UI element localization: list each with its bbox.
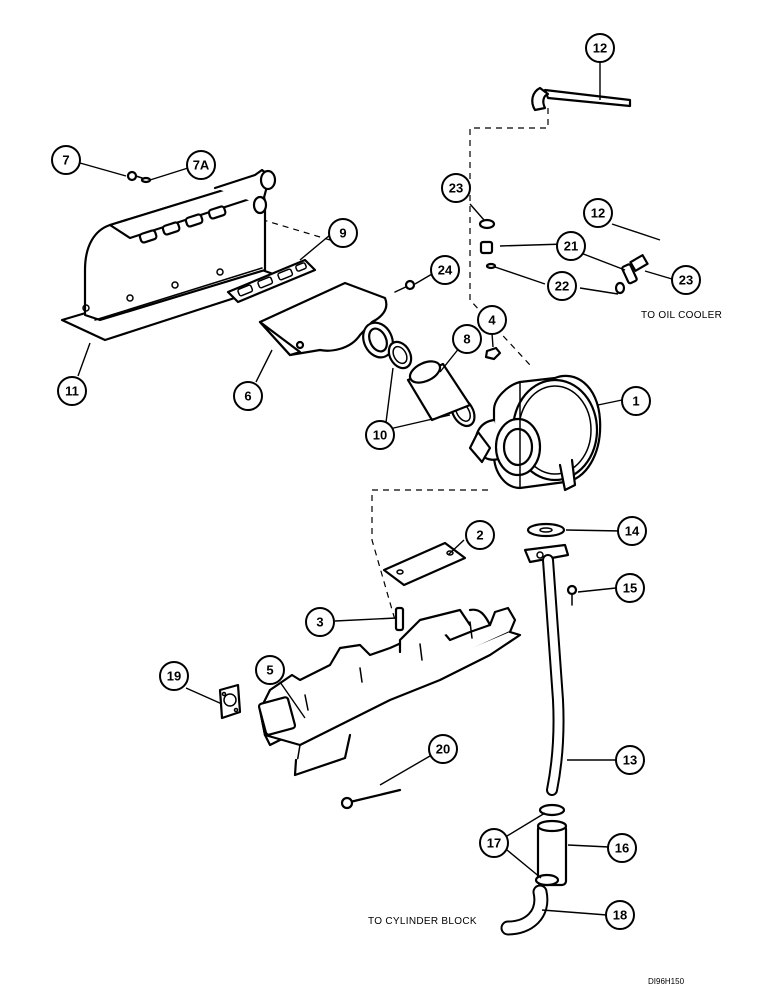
callout-5: 5 bbox=[255, 655, 285, 685]
callout-20: 20 bbox=[428, 734, 458, 764]
svg-text:19: 19 bbox=[167, 669, 181, 684]
svg-text:15: 15 bbox=[623, 581, 637, 596]
svg-text:23: 23 bbox=[449, 181, 463, 196]
callout-15: 15 bbox=[615, 573, 645, 603]
callout-2: 2 bbox=[465, 520, 495, 550]
callout-6: 6 bbox=[233, 381, 263, 411]
svg-text:10: 10 bbox=[373, 428, 387, 443]
svg-text:8: 8 bbox=[463, 332, 470, 347]
svg-text:17: 17 bbox=[487, 836, 501, 851]
exhaust-manifold bbox=[257, 606, 522, 777]
note-to-oil-cooler: TO OIL COOLER bbox=[641, 310, 722, 321]
callout-7: 7 bbox=[51, 145, 81, 175]
callout-14: 14 bbox=[617, 516, 647, 546]
svg-text:6: 6 bbox=[244, 389, 251, 404]
nut-4 bbox=[484, 346, 502, 361]
callout-8: 8 bbox=[452, 324, 482, 354]
callout-24: 24 bbox=[430, 255, 460, 285]
svg-text:21: 21 bbox=[564, 239, 578, 254]
stud-3 bbox=[394, 606, 405, 632]
svg-text:20: 20 bbox=[436, 742, 450, 757]
callout-23-right: 23 bbox=[671, 265, 701, 295]
callout-12-top: 12 bbox=[585, 33, 615, 63]
callout-10: 10 bbox=[365, 420, 395, 450]
fitting-upper bbox=[478, 218, 497, 270]
callout-12-lower: 12 bbox=[583, 198, 613, 228]
svg-text:9: 9 bbox=[339, 226, 346, 241]
svg-text:2: 2 bbox=[476, 528, 483, 543]
svg-text:11: 11 bbox=[65, 384, 79, 399]
gasket-19 bbox=[218, 683, 242, 720]
callout-17: 17 bbox=[479, 828, 509, 858]
callout-13: 13 bbox=[615, 745, 645, 775]
svg-text:4: 4 bbox=[488, 313, 496, 328]
svg-text:24: 24 bbox=[438, 263, 453, 278]
callout-16: 16 bbox=[607, 833, 637, 863]
hose-16 bbox=[536, 819, 568, 887]
callout-7a: 7A bbox=[186, 150, 216, 180]
svg-text:13: 13 bbox=[623, 753, 637, 768]
bolt-15 bbox=[566, 584, 578, 606]
gasket-14 bbox=[526, 522, 566, 538]
elbow-adapter bbox=[258, 281, 394, 359]
intake-manifold bbox=[60, 168, 292, 342]
svg-text:12: 12 bbox=[593, 41, 607, 56]
callout-11: 11 bbox=[57, 376, 87, 406]
gasket-2 bbox=[382, 541, 467, 587]
svg-text:5: 5 bbox=[266, 663, 273, 678]
svg-text:12: 12 bbox=[591, 206, 605, 221]
hose-clamp-upper bbox=[387, 340, 413, 370]
svg-text:1: 1 bbox=[632, 394, 639, 409]
assembly-line-manifold bbox=[371, 489, 488, 621]
bolt-20 bbox=[340, 788, 402, 810]
callout-1: 1 bbox=[621, 386, 651, 416]
callout-21: 21 bbox=[556, 231, 586, 261]
callout-18: 18 bbox=[605, 900, 635, 930]
svg-text:23: 23 bbox=[679, 273, 693, 288]
figure-reference: DI96H150 bbox=[648, 977, 685, 986]
gasket-9 bbox=[226, 258, 317, 304]
svg-text:14: 14 bbox=[625, 524, 640, 539]
bolt-and-washer bbox=[126, 170, 152, 184]
note-to-cylinder-block: TO CYLINDER BLOCK bbox=[368, 916, 477, 927]
bolt-24 bbox=[394, 279, 416, 293]
callout-19: 19 bbox=[159, 661, 189, 691]
svg-text:16: 16 bbox=[615, 841, 629, 856]
svg-text:22: 22 bbox=[555, 279, 569, 294]
callout-22: 22 bbox=[547, 271, 577, 301]
svg-text:18: 18 bbox=[613, 908, 627, 923]
callout-9: 9 bbox=[328, 218, 358, 248]
leader-lines bbox=[77, 60, 673, 916]
fitting-lower bbox=[614, 263, 638, 295]
svg-text:3: 3 bbox=[316, 615, 323, 630]
callout-3: 3 bbox=[305, 607, 335, 637]
callout-23-left: 23 bbox=[441, 173, 471, 203]
turbocharger bbox=[468, 374, 602, 492]
svg-text:7: 7 bbox=[62, 153, 69, 168]
hose-clamp-17-lower bbox=[534, 873, 560, 887]
callout-4: 4 bbox=[477, 305, 507, 335]
hose-8 bbox=[406, 360, 472, 422]
oil-return-tube bbox=[523, 543, 570, 796]
elbow-tube-18 bbox=[500, 884, 549, 936]
svg-text:7A: 7A bbox=[193, 158, 210, 173]
hose-clamp-17-upper bbox=[538, 803, 566, 817]
oil-feed-line bbox=[531, 86, 702, 272]
